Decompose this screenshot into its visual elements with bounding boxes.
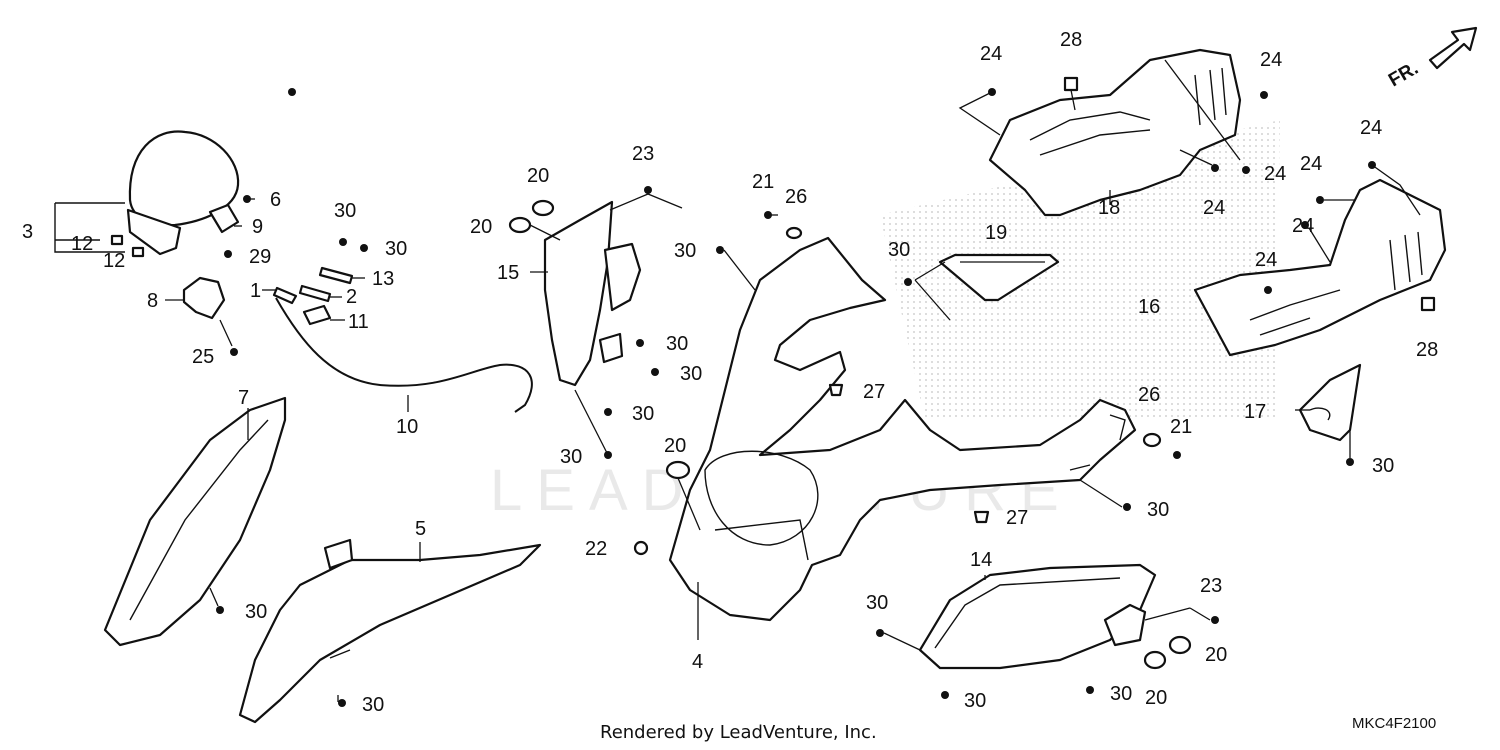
callout-25: 25 bbox=[192, 346, 214, 368]
diagram-code: MKC4F2100 bbox=[1352, 715, 1436, 732]
small-nut-12a bbox=[110, 234, 124, 246]
callout-30n: 30 bbox=[964, 690, 986, 712]
callout-26a: 26 bbox=[785, 186, 807, 208]
spring-13 bbox=[318, 266, 365, 285]
callout-28a: 28 bbox=[1060, 29, 1082, 51]
callout-28b: 28 bbox=[1416, 339, 1438, 361]
dotted-watermark-shape bbox=[880, 120, 1280, 420]
screw-21a bbox=[764, 211, 778, 219]
callout-24a: 24 bbox=[980, 43, 1002, 65]
part-10-cable bbox=[275, 297, 533, 413]
part-7-side-cover-left bbox=[103, 396, 287, 647]
callout-22: 22 bbox=[585, 538, 607, 560]
callout-20d: 20 bbox=[1205, 644, 1227, 666]
callout-17: 17 bbox=[1244, 401, 1266, 423]
callout-14: 14 bbox=[970, 549, 992, 571]
callout-24e: 24 bbox=[1360, 117, 1382, 139]
callout-30l: 30 bbox=[1147, 499, 1169, 521]
callout-24h: 24 bbox=[1255, 249, 1277, 271]
callout-11: 11 bbox=[348, 311, 369, 333]
callout-30e: 30 bbox=[666, 333, 688, 355]
callout-30o: 30 bbox=[1110, 683, 1132, 705]
callout-20a: 20 bbox=[527, 165, 549, 187]
callout-30h: 30 bbox=[560, 446, 582, 468]
callout-15: 15 bbox=[497, 262, 519, 284]
callout-24f: 24 bbox=[1300, 153, 1322, 175]
callout-2: 2 bbox=[346, 286, 357, 308]
part-17-bracket-cover bbox=[1295, 363, 1362, 466]
callout-30d: 30 bbox=[362, 694, 384, 716]
part-16-lower-inner-cover bbox=[1193, 161, 1447, 357]
callout-13: 13 bbox=[372, 268, 394, 290]
callout-1: 1 bbox=[250, 280, 261, 302]
callout-19: 19 bbox=[985, 222, 1007, 244]
callout-12a: 12 bbox=[71, 233, 93, 255]
callout-24d: 24 bbox=[1203, 197, 1225, 219]
part-5-side-cover bbox=[238, 538, 542, 724]
callout-24b: 24 bbox=[1260, 49, 1282, 71]
callout-16: 16 bbox=[1138, 296, 1160, 318]
callout-20b: 20 bbox=[470, 216, 492, 238]
callout-27a: 27 bbox=[863, 381, 885, 403]
link-1 bbox=[262, 286, 298, 305]
screw-21b bbox=[1173, 451, 1181, 459]
callout-20e: 20 bbox=[1145, 687, 1167, 709]
rendered-by-credit: Rendered by LeadVenture, Inc. bbox=[600, 722, 877, 743]
callout-29: 29 bbox=[249, 246, 271, 268]
callout-18: 18 bbox=[1098, 197, 1120, 219]
callout-26b: 26 bbox=[1138, 384, 1160, 406]
callout-4: 4 bbox=[692, 651, 703, 673]
callout-10: 10 bbox=[396, 416, 418, 438]
part-18-upper-inner-cover bbox=[288, 48, 1268, 217]
bolt-30a bbox=[339, 238, 347, 246]
callout-27b: 27 bbox=[1006, 507, 1028, 529]
callout-30g: 30 bbox=[632, 403, 654, 425]
washer-26b bbox=[1142, 432, 1162, 448]
callout-labels: 3 12 12 6 9 29 8 25 30 30 13 1 2 11 10 7… bbox=[22, 29, 1438, 716]
front-label: FR. bbox=[1385, 58, 1422, 91]
small-nut-12b bbox=[131, 246, 145, 258]
callout-24g: 24 bbox=[1292, 215, 1314, 237]
clip-6 bbox=[243, 195, 255, 203]
bolt-30b bbox=[360, 244, 368, 252]
callout-21b: 21 bbox=[1170, 416, 1192, 438]
callout-9: 9 bbox=[252, 216, 263, 238]
callout-8: 8 bbox=[147, 290, 158, 312]
callout-30a: 30 bbox=[334, 200, 356, 222]
clamp-11 bbox=[302, 304, 345, 326]
callout-30j: 30 bbox=[888, 239, 910, 261]
bracket-9 bbox=[208, 203, 242, 234]
part-8-bracket bbox=[165, 276, 238, 356]
callout-30k: 30 bbox=[1372, 455, 1394, 477]
callout-23b: 23 bbox=[1200, 575, 1222, 597]
callout-30c: 30 bbox=[245, 601, 267, 623]
front-arrow-icon bbox=[1428, 26, 1478, 70]
callout-24c: 24 bbox=[1264, 163, 1286, 185]
part-14-side-cover-right bbox=[876, 563, 1219, 699]
callout-12b: 12 bbox=[103, 250, 125, 272]
washer-26a bbox=[785, 226, 803, 240]
spring-2 bbox=[298, 284, 342, 303]
part-3-meter-visor bbox=[54, 130, 240, 256]
part-15-inner-panel bbox=[508, 186, 683, 459]
callout-20c: 20 bbox=[664, 435, 686, 457]
callout-30b: 30 bbox=[385, 238, 407, 260]
callout-7: 7 bbox=[238, 387, 249, 409]
callout-30i: 30 bbox=[674, 240, 696, 262]
callout-5: 5 bbox=[415, 518, 426, 540]
callout-21a: 21 bbox=[752, 171, 774, 193]
part-4-main-body-cover bbox=[633, 236, 1137, 640]
callout-23a: 23 bbox=[632, 143, 654, 165]
callout-30f: 30 bbox=[680, 363, 702, 385]
part-19-stay bbox=[904, 253, 1060, 321]
bolt-29 bbox=[224, 250, 232, 258]
callout-6: 6 bbox=[270, 189, 281, 211]
callout-30m: 30 bbox=[866, 592, 888, 614]
front-direction-indicator: FR. bbox=[1385, 26, 1478, 91]
callout-3: 3 bbox=[22, 221, 33, 243]
